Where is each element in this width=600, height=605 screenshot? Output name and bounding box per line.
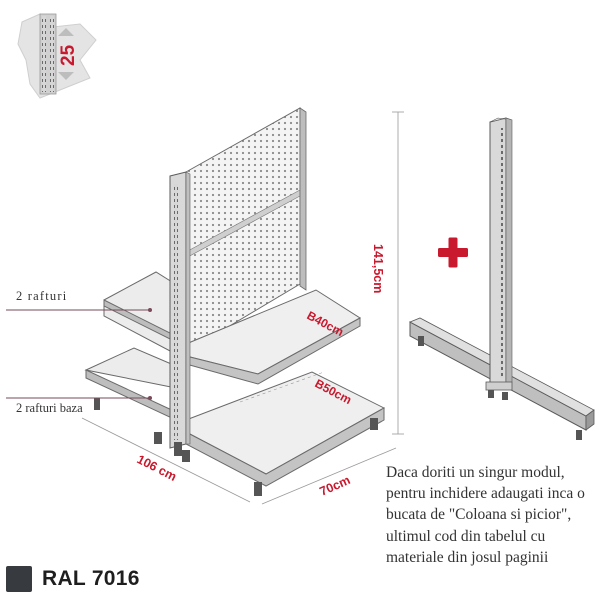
ral-color-badge: RAL 7016 <box>6 566 140 592</box>
info-note: Daca doriti un singur modul, pentru inch… <box>386 462 598 568</box>
note-line-1: Daca doriti un singur modul, <box>386 464 565 481</box>
note-line-4: ultimul cod din tabelul cu <box>386 527 546 545</box>
column-25-badge-icon: 25 <box>17 13 97 99</box>
note-line-5: materiale din josul paginii <box>386 548 549 566</box>
label-length: 106 cm <box>135 452 179 484</box>
ral-label: RAL 7016 <box>42 567 140 590</box>
label-shelves-base: 2 rafturi baza <box>16 401 83 415</box>
badge-number: 25 <box>58 44 79 66</box>
callout-lines <box>6 309 150 399</box>
plus-icon <box>438 237 468 268</box>
column-and-foot-accessory <box>409 117 595 440</box>
label-shelves-top: 2 rafturi <box>16 289 67 303</box>
dimension-lines <box>81 111 404 505</box>
note-line-3: bucata de "Coloana si picior", <box>386 506 572 524</box>
callout-dot-top <box>148 308 152 312</box>
label-height: 141,5cm <box>371 244 385 293</box>
callout-dot-base <box>148 396 152 400</box>
shelving-unit <box>84 107 386 496</box>
ral-swatch <box>6 566 32 592</box>
label-depth: 70cm <box>318 473 353 499</box>
note-line-2: pentru inchidere adaugati inca o <box>386 485 585 503</box>
